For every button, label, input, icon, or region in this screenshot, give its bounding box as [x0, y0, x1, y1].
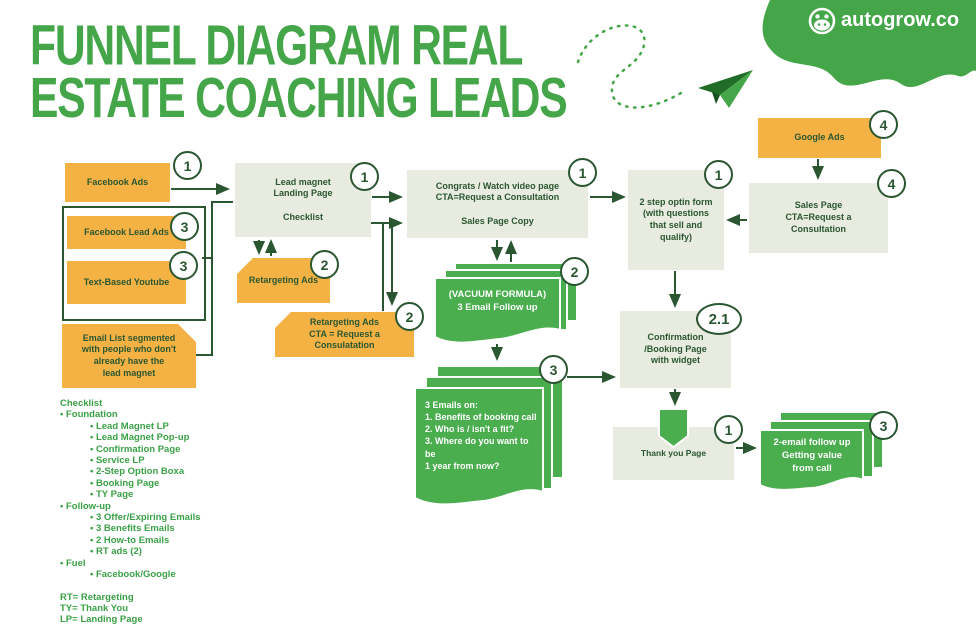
- checklist-section-foundation: Foundation: [60, 409, 280, 420]
- node-congrats-watch-video: Congrats / Watch video page CTA=Request …: [407, 170, 588, 238]
- step-badge-facebook-lead-ads: 3: [170, 212, 199, 241]
- legend-lp: LP= Landing Page: [60, 614, 143, 624]
- checklist-item: Service LP: [60, 455, 280, 466]
- dashed-path: [576, 24, 688, 109]
- checklist-section-fuel: Fuel: [60, 558, 280, 569]
- step-badge-congrats: 1: [568, 158, 597, 187]
- node-three-emails: 3 Emails on: 1. Benefits of booking call…: [425, 400, 537, 471]
- checklist-item: 3 Offer/Expiring Emails: [60, 512, 280, 523]
- checklist-section-follow-up: Follow-up: [60, 501, 280, 512]
- page-title-line1: FUNNEL DIAGRAM REAL: [30, 14, 523, 78]
- node-facebook-lead-ads: Facebook Lead Ads: [67, 216, 186, 249]
- checklist-item: Facebook/Google: [60, 569, 280, 580]
- step-badge-thank-you: 1: [714, 415, 743, 444]
- page-title-line2: ESTATE COACHING LEADS: [30, 67, 568, 131]
- checklist-item: 2 How-to Emails: [60, 535, 280, 546]
- node-email-list: Email List segmented with people who don…: [62, 324, 196, 388]
- checklist-item: 2-Step Option Boxa: [60, 466, 280, 477]
- checklist-item: TY Page: [60, 489, 280, 500]
- node-facebook-ads: Facebook Ads: [65, 163, 170, 202]
- monkey-icon: [808, 7, 836, 35]
- checklist-item: Confirmation Page: [60, 444, 280, 455]
- checklist-item: Lead Magnet LP: [60, 421, 280, 432]
- step-badge-text-based-youtube: 3: [169, 251, 198, 280]
- step-badge-confirmation: 2.1: [696, 303, 742, 335]
- node-retargeting-ads-cta: Retargeting Ads CTA = Request a Consulat…: [275, 312, 414, 357]
- step-badge-google-ads: 4: [869, 110, 898, 139]
- node-google-ads: Google Ads: [758, 118, 881, 158]
- node-lead-magnet-landing-page: Lead magnet Landing Page Checklist: [235, 163, 371, 237]
- logo-wordmark: autogrow.co: [841, 9, 960, 31]
- paper-plane-icon: [698, 70, 753, 108]
- legend-rt: RT= Retargeting: [60, 591, 134, 603]
- step-badge-vacuum: 2: [560, 257, 589, 286]
- step-badge-sales-page: 4: [877, 169, 906, 198]
- legend-ty: TY= Thank You: [60, 602, 129, 614]
- step-badge-three-emails: 3: [539, 355, 568, 384]
- page-title: FUNNEL DIAGRAM REAL ESTATE COACHING LEAD…: [30, 14, 568, 131]
- checklist-item: RT ads (2): [60, 546, 280, 557]
- node-vacuum-formula-emails: (VACUUM FORMULA) 3 Email Follow up: [448, 289, 547, 313]
- step-badge-retargeting-ads: 2: [310, 250, 339, 279]
- node-text-based-youtube: Text-Based Youtube: [67, 261, 186, 304]
- step-badge-facebook-ads: 1: [173, 151, 202, 180]
- node-two-email-follow-up: 2-email follow up Getting value from cal…: [773, 437, 851, 474]
- checklist: Checklist Foundation Lead Magnet LP Lead…: [60, 398, 280, 624]
- step-badge-lead-magnet: 1: [350, 162, 379, 191]
- checklist-item: 3 Benefits Emails: [60, 523, 280, 534]
- checklist-title: Checklist: [60, 398, 103, 409]
- checklist-item: Booking Page: [60, 478, 280, 489]
- step-badge-retargeting-cta: 2: [395, 302, 424, 331]
- node-sales-page: Sales Page CTA=Request a Consultation: [749, 183, 888, 253]
- step-badge-two-email: 3: [869, 411, 898, 440]
- step-badge-optin: 1: [704, 160, 733, 189]
- node-2-step-optin-form: 2 step optin form (with questions that s…: [628, 170, 724, 270]
- checklist-item: Lead Magnet Pop-up: [60, 432, 280, 443]
